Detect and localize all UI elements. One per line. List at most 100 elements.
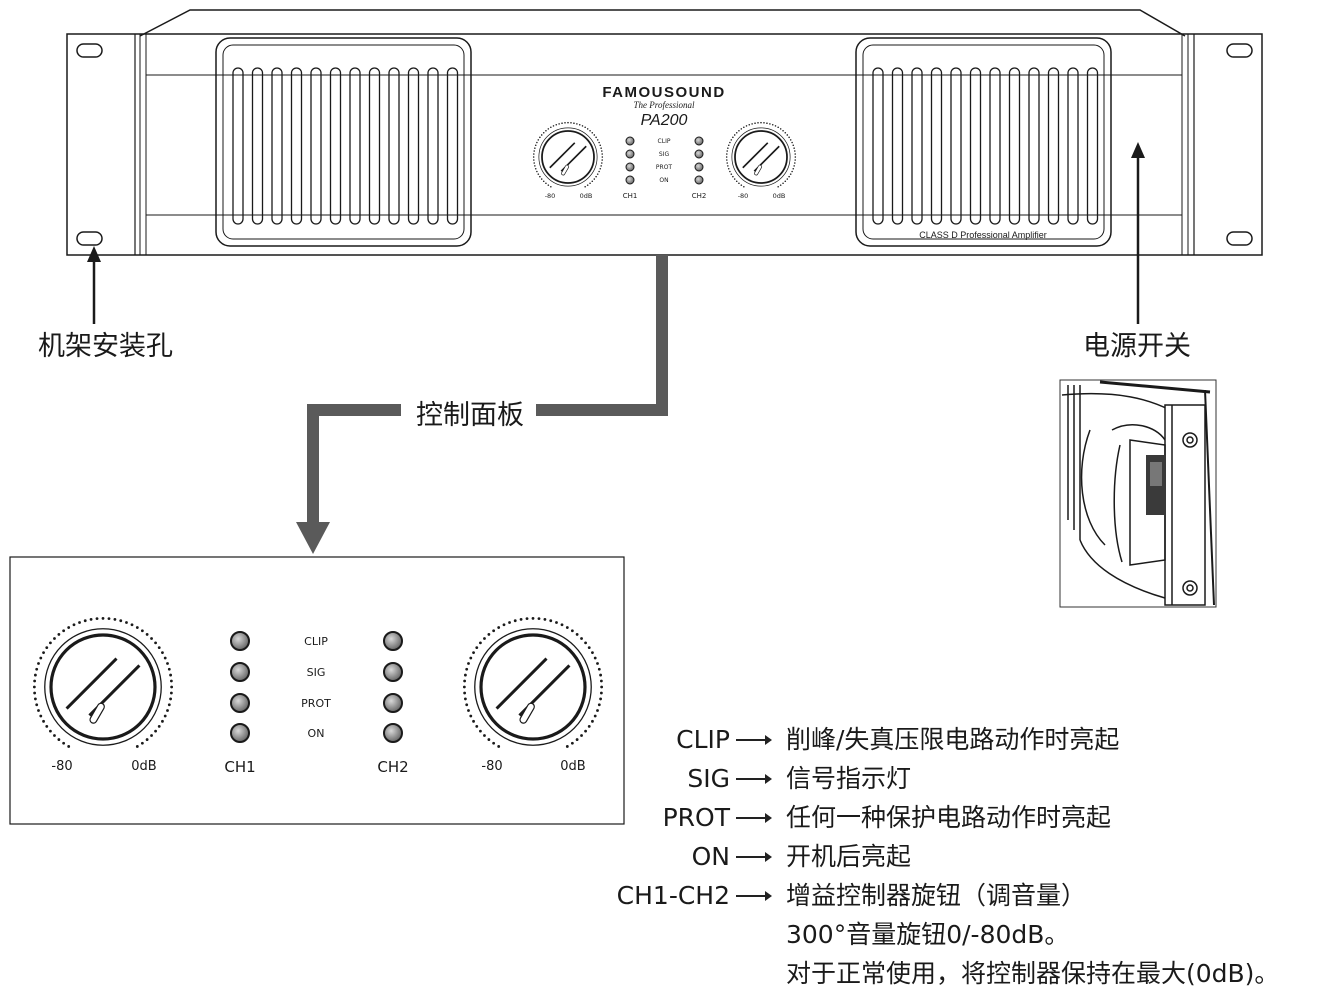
scale-dot: [786, 134, 789, 136]
scale-dot: [547, 128, 550, 130]
knob-pointer: [561, 164, 569, 176]
scale-dot: [593, 714, 597, 718]
knob-grip: [65, 657, 118, 710]
scale-dot: [584, 185, 586, 188]
knob-pointer: [519, 702, 535, 724]
scale-dot: [584, 729, 587, 733]
scale-dot: [161, 719, 164, 723]
scale-dot: [570, 629, 574, 633]
knob-body: [541, 130, 595, 184]
scale-dot: [157, 724, 161, 728]
power-switch-photo: [1059, 379, 1217, 608]
led-ch2: [383, 631, 403, 651]
legend-key: CLIP: [676, 725, 730, 754]
scale-dot: [727, 167, 730, 170]
legend-arrow: [736, 735, 772, 745]
class-label: CLASS D Professional Amplifier: [919, 230, 1047, 240]
scale-dot: [595, 175, 597, 178]
scale-dot: [107, 617, 111, 621]
legend-arrow: [736, 852, 772, 862]
scale-dot: [745, 125, 748, 127]
scale-dot: [537, 173, 540, 175]
scale-dot: [475, 724, 479, 728]
led-label: SIG: [659, 151, 670, 158]
scale-dot: [599, 691, 603, 695]
scale-dot: [788, 136, 790, 139]
scale-dot: [729, 141, 731, 144]
scale-dot: [730, 139, 733, 141]
scale-dot: [794, 159, 796, 161]
scale-dot: [779, 128, 782, 130]
scale-dot: [62, 629, 66, 633]
scale-dot: [599, 679, 603, 683]
scale-dot: [591, 180, 594, 183]
ch2-label: CH2: [377, 758, 408, 776]
scale-dot: [784, 180, 787, 183]
scale-dot: [145, 738, 149, 741]
knob-ring: [538, 127, 598, 187]
scale-dot: [487, 633, 491, 636]
vent-slot: [251, 67, 264, 225]
scale-dot: [536, 170, 538, 173]
scale-dot: [537, 617, 541, 621]
scale-dot: [726, 153, 728, 155]
legend-desc: 增益控制器旋钮（调音量）: [786, 881, 1087, 910]
scale-dot: [735, 131, 738, 134]
scale-max-ch1: 0dB: [131, 759, 156, 774]
led-ch1: [625, 162, 635, 172]
scale-dot: [519, 618, 523, 621]
scale-dot: [83, 619, 87, 623]
scale-dot: [532, 156, 535, 158]
scale-dot: [580, 734, 583, 737]
knob-pointer: [89, 702, 105, 724]
led-ch1: [625, 136, 635, 146]
scale-dot: [726, 162, 728, 164]
scale-dot: [576, 123, 578, 125]
scale-dot: [600, 147, 602, 149]
scale-dot: [769, 123, 771, 125]
scale-dot: [472, 651, 475, 655]
knob-ring: [44, 628, 162, 746]
scale-dot: [601, 159, 603, 161]
scale-dot: [782, 129, 784, 132]
scale-dot: [786, 178, 789, 180]
led-ch2: [694, 162, 704, 172]
small-scale-min-ch1: -80: [545, 192, 556, 200]
scale-dot: [575, 633, 579, 636]
scale-dot: [743, 185, 745, 188]
vent-slot: [232, 67, 244, 225]
scale-dot: [467, 709, 470, 712]
led-ch1: [230, 693, 250, 713]
vent-slot: [368, 67, 381, 225]
scale-dot: [157, 646, 161, 650]
scale-dot: [53, 734, 56, 737]
scale-dot: [550, 126, 552, 129]
scale-dot: [735, 180, 738, 183]
legend-desc: 任何一种保护电路动作时亮起: [786, 803, 1112, 832]
scale-dot: [163, 656, 167, 660]
scale-dot: [166, 662, 169, 665]
scale-dot: [586, 128, 589, 130]
scale-dot: [534, 167, 537, 170]
scale-dot: [49, 641, 52, 645]
scale-dot: [154, 641, 157, 645]
legend-arrow: [736, 774, 772, 784]
left-vent-slots: [232, 67, 459, 225]
scale-dot: [725, 156, 728, 158]
scale-dot: [793, 165, 795, 167]
scale-dot: [53, 637, 56, 640]
scale-min-ch2: -80: [481, 759, 502, 774]
vent-slot: [446, 67, 459, 225]
scale-dot: [45, 646, 49, 650]
scale-dot: [760, 121, 762, 124]
knob-grip: [742, 142, 769, 169]
scale-dot: [537, 139, 540, 141]
vent-slot: [349, 67, 361, 225]
scale-dot: [751, 123, 753, 125]
scale-dot: [599, 167, 602, 170]
left-handle: [215, 37, 472, 247]
led-label: CLIP: [658, 138, 671, 145]
scale-dot: [601, 150, 603, 152]
scale-dot: [525, 617, 529, 621]
